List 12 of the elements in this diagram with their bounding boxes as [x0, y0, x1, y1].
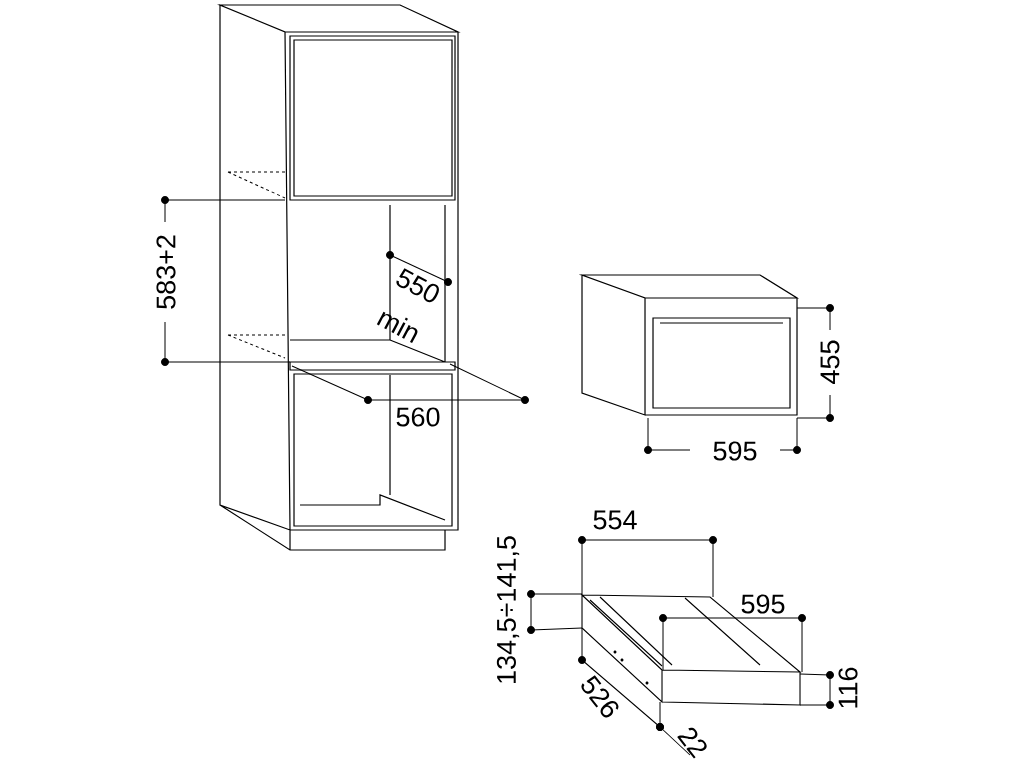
dimension-label: 595 [741, 594, 785, 614]
dimension-label: 554 [593, 510, 637, 530]
dimension-label: 22 [677, 727, 707, 759]
dimension-label: 560 [396, 407, 440, 427]
dimension-label: 526 [581, 675, 619, 718]
dimension-label: 595 [713, 441, 757, 461]
dimension-label: 583+2 [156, 235, 176, 309]
dimension-label: 134,5÷141,5 [496, 536, 520, 683]
dimension-label: 116 [838, 667, 858, 708]
dimension-label: 550 [396, 268, 439, 303]
dimension-label: 455 [820, 340, 840, 384]
dimension-label: min [376, 311, 418, 343]
